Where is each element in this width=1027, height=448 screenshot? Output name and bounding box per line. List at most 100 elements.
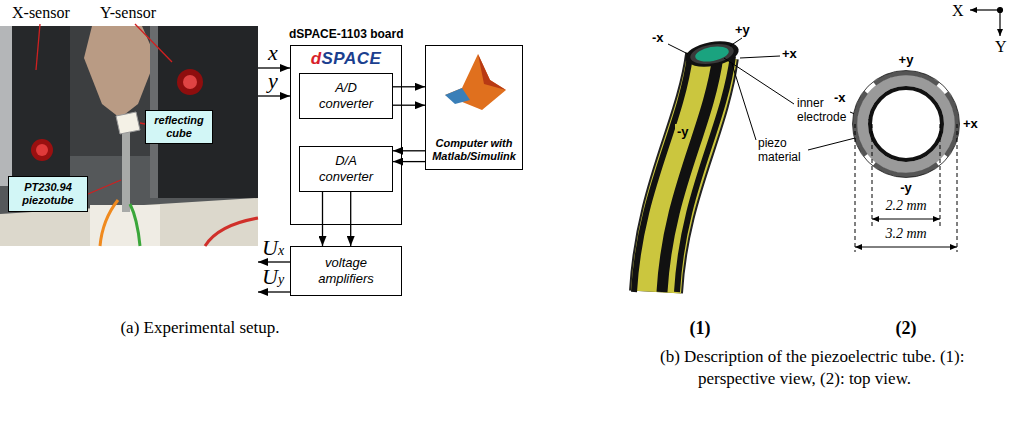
piezo-tube-top-view bbox=[870, 88, 942, 160]
piezo-tube-perspective bbox=[694, 44, 730, 64]
piezo-tube-top-view bbox=[853, 71, 960, 178]
brand-logo: dSPACE bbox=[291, 49, 401, 69]
setup-photo bbox=[0, 26, 258, 246]
setup-photo bbox=[84, 26, 156, 118]
signal-name: x bbox=[268, 42, 278, 64]
converter-name: D/A converter bbox=[319, 153, 373, 184]
signal-wire bbox=[258, 95, 290, 96]
matlab-logo bbox=[445, 88, 470, 104]
dimension-line bbox=[855, 247, 957, 248]
converter-box: D/A converter bbox=[299, 146, 393, 192]
setup-photo bbox=[100, 200, 118, 246]
signal-arrow bbox=[393, 86, 425, 87]
dimension-line bbox=[855, 124, 856, 252]
dimension-line bbox=[872, 124, 873, 226]
computer-box: Computer with Matlab/Simulink bbox=[425, 45, 523, 170]
callout-box: reflecting cube bbox=[145, 110, 213, 144]
converter-name: A/D converter bbox=[319, 80, 373, 111]
callout-box: PT230.94 piezotube bbox=[8, 176, 88, 212]
axis-name: X bbox=[952, 2, 964, 20]
setup-photo bbox=[183, 75, 197, 89]
piezo-tube-top-view bbox=[855, 73, 957, 175]
axis-arrows bbox=[998, 8, 1003, 13]
electrode-label: -x bbox=[652, 30, 664, 45]
signal-name: Uy bbox=[262, 266, 284, 288]
piezo-tube-perspective bbox=[689, 41, 736, 67]
signal-wire bbox=[258, 67, 290, 68]
part-name: reflecting cube bbox=[154, 114, 204, 139]
leader-line bbox=[668, 44, 688, 54]
converter-box: A/D converter bbox=[299, 73, 393, 119]
dimension: 2.2 mm bbox=[885, 198, 926, 214]
leader-line bbox=[36, 24, 172, 194]
dimension-line bbox=[855, 124, 957, 252]
matlab-logo bbox=[478, 54, 506, 90]
setup-photo bbox=[12, 26, 70, 196]
part-label: piezo material bbox=[758, 136, 801, 164]
matlab-logo bbox=[445, 54, 506, 110]
amplifier-box: voltage amplifiers bbox=[290, 246, 402, 296]
part-name: PT230.94 piezotube bbox=[22, 181, 73, 206]
leader-line bbox=[135, 24, 172, 62]
leader-line bbox=[668, 38, 869, 150]
signal-name: Ux bbox=[262, 237, 284, 259]
setup-photo bbox=[36, 144, 48, 156]
subfigure-caption: (a) Experimental setup. bbox=[120, 318, 279, 338]
signal-arrow bbox=[393, 150, 425, 151]
axis-name: Y bbox=[995, 38, 1007, 56]
axis-arrows bbox=[970, 9, 1000, 10]
view-number: (2) bbox=[896, 318, 917, 339]
dimension-line bbox=[940, 124, 941, 226]
signal-arrow bbox=[350, 192, 351, 246]
dimension-line bbox=[872, 219, 940, 220]
computer-name: Computer with Matlab/Simulink bbox=[430, 137, 518, 163]
board-name: dSPACE-1103 board bbox=[289, 27, 403, 41]
setup-photo bbox=[0, 26, 12, 186]
signal-wire bbox=[258, 261, 290, 262]
signal-arrow bbox=[393, 161, 425, 162]
sensor-label: X-sensor bbox=[12, 4, 70, 22]
signal-name: y bbox=[268, 70, 278, 92]
electrode-label: -y bbox=[900, 180, 912, 195]
leader-line bbox=[740, 56, 780, 58]
subfigure-caption: (b) Description of the piezoelectric tub… bbox=[660, 346, 1022, 390]
setup-photo bbox=[130, 204, 140, 246]
axis-arrows bbox=[970, 8, 1003, 37]
axis-arrows bbox=[999, 10, 1000, 36]
sensor-label: Y-sensor bbox=[100, 4, 156, 22]
piezo-tube-top-view bbox=[853, 71, 960, 178]
leader-line bbox=[88, 180, 121, 194]
electrode-label: +y bbox=[899, 52, 914, 67]
setup-photo bbox=[205, 218, 258, 246]
setup-photo bbox=[0, 26, 258, 246]
setup-photo bbox=[177, 69, 203, 95]
dimension: 3.2 mm bbox=[885, 226, 926, 242]
electrode-label: -y bbox=[675, 124, 691, 139]
piezo-tube-top-view bbox=[872, 90, 940, 158]
piezo-tube-top-view bbox=[863, 81, 950, 168]
board-box: dSPACE-1103 boarddSPACEA/D converterD/A … bbox=[290, 45, 402, 225]
dimension-line bbox=[957, 124, 958, 252]
signal-wire bbox=[258, 68, 290, 292]
amplifier-name: voltage amplifiers bbox=[318, 255, 374, 286]
leader-line bbox=[724, 58, 794, 104]
signal-wire bbox=[258, 291, 290, 292]
setup-photo bbox=[31, 139, 53, 161]
matlab-logo bbox=[445, 54, 506, 110]
leader-line bbox=[730, 38, 742, 46]
electrode-label: +x bbox=[963, 116, 978, 131]
electrode-label: +y bbox=[735, 22, 750, 37]
piezo-tube-perspective bbox=[662, 56, 718, 292]
setup-photo bbox=[122, 132, 130, 212]
setup-photo bbox=[116, 112, 140, 134]
electrode-label: -x bbox=[834, 90, 846, 105]
piezo-tube-perspective bbox=[634, 37, 741, 292]
leader-line bbox=[732, 64, 756, 140]
electrode-label: +x bbox=[782, 46, 797, 61]
view-number: (1) bbox=[690, 318, 711, 339]
leader-line bbox=[36, 24, 40, 70]
signal-arrow bbox=[393, 105, 425, 106]
signal-arrow bbox=[322, 192, 323, 246]
piezo-tube-perspective bbox=[677, 56, 733, 292]
